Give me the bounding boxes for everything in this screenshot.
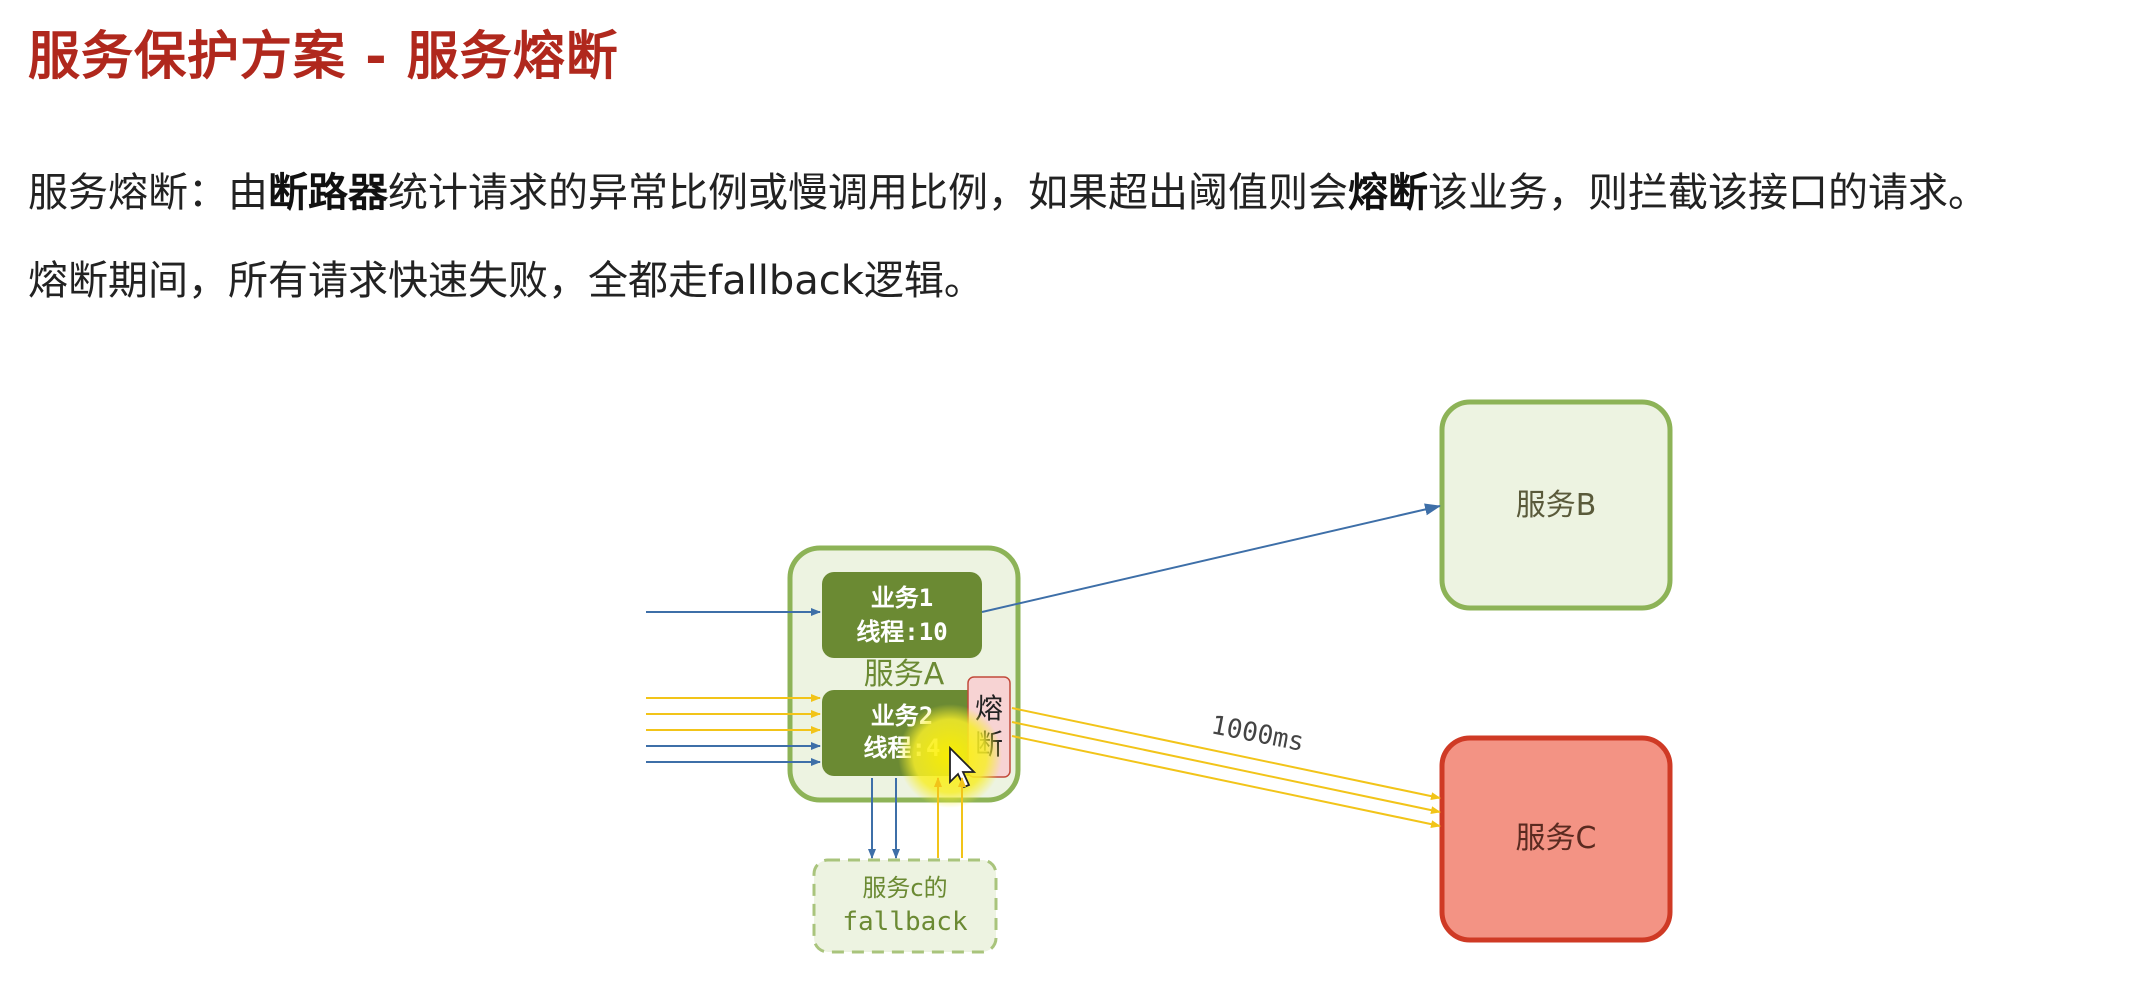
business-1-box [822, 572, 982, 658]
call-arrow-service-b [981, 503, 1441, 613]
business-1-threads: 线程:10 [856, 618, 947, 646]
call-arrow-service-c-3 [1011, 735, 1441, 829]
call-arrow-service-c-2 [1011, 721, 1441, 815]
para1-bold-breaker: 断路器 [268, 170, 388, 216]
service-c-label: 服务C [1516, 821, 1597, 856]
service-b-box [1439, 399, 1673, 611]
para1-text-3: 该业务，则拦截该接口的请求。 [1428, 170, 1988, 216]
para1-bold-fuse: 熔断 [1348, 170, 1428, 216]
fallback-label-line-1: 服务c的 [862, 874, 947, 902]
page-title: 服务保护方案 - 服务熔断 [28, 27, 619, 87]
description-paragraph-2: 熔断期间，所有请求快速失败，全都走fallback逻辑。 [28, 258, 984, 304]
call-arrow-service-c-1 [1011, 707, 1441, 801]
description-paragraph-1: 服务熔断：由断路器统计请求的异常比例或慢调用比例，如果超出阈值则会熔断该业务，则… [28, 160, 1988, 218]
business-1-name: 业务1 [871, 584, 933, 612]
fallback-box [812, 858, 998, 954]
latency-label: 1000ms [1209, 710, 1307, 757]
service-c-box [1439, 735, 1673, 943]
fallback-label-line-2: fallback [842, 907, 968, 937]
para1-text-2: 统计请求的异常比例或慢调用比例，如果超出阈值则会 [388, 170, 1348, 216]
service-a-label: 服务A [864, 657, 945, 692]
mouse-cursor-icon [949, 745, 977, 789]
service-b-label: 服务B [1516, 488, 1597, 523]
para1-text-1: 服务熔断：由 [28, 170, 268, 216]
